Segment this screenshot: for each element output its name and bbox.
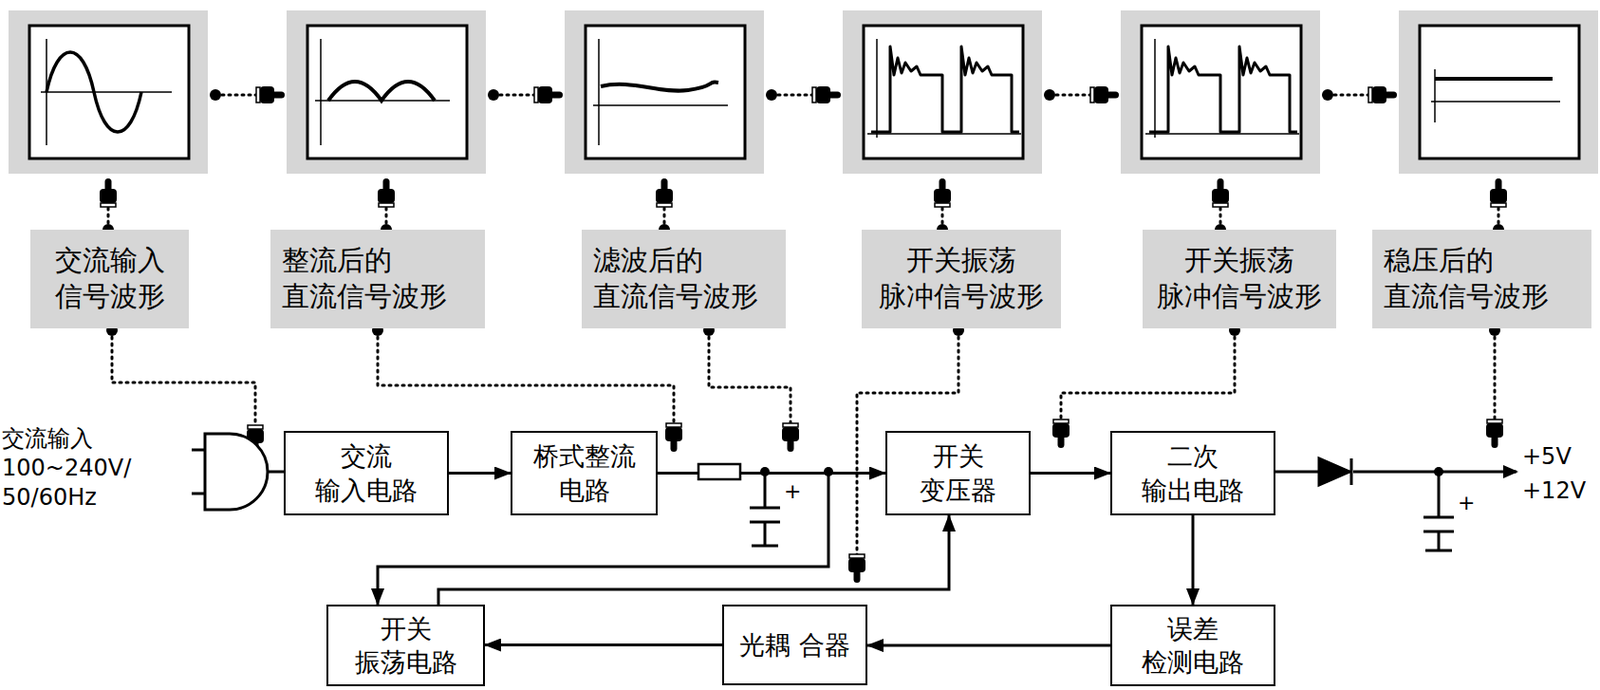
node-text: 二次 输出电路 [1119,439,1266,506]
node-text: 交流 输入电路 [293,439,440,506]
waveform-label-box: 交流输入 信号波形 [30,229,189,329]
junction-dot [1433,466,1444,477]
node-text: 开关 振荡电路 [335,612,476,679]
node-text: 稳压后的 直流信号波形 [1383,242,1581,315]
waveform-screen [8,10,208,174]
output-voltage-label: +5V [1522,442,1599,472]
polarity-mark: + [783,478,803,506]
node-text: 交流输入 信号波形 [41,242,178,315]
node-text: 误差 检测电路 [1119,612,1266,679]
diode-symbol [1319,458,1352,485]
resistor-symbol [698,464,741,480]
pointing-hand [246,419,1504,583]
node-text: 整流后的 直流信号波形 [281,242,474,315]
waveform-screen [1120,10,1321,174]
screen-leader [108,206,1499,230]
arrow-head [1503,465,1519,479]
waveform-screen [842,10,1042,174]
circuit-block: 误差 检测电路 [1110,604,1276,687]
filter-capacitor [749,471,781,546]
node-text: 滤波后的 直流信号波形 [593,242,775,315]
circuit-block: 二次 输出电路 [1110,430,1276,516]
waveform-label-box: 稳压后的 直流信号波形 [1372,229,1592,329]
polarity-mark: + [1457,489,1477,518]
link-dot [209,89,1334,101]
node-text: 开关振荡 脉冲信号波形 [873,242,1050,315]
signal-connector [1191,515,1195,605]
waveform-screen [564,10,764,174]
node-text: 开关 变压器 [894,439,1022,506]
probe-leader [111,330,1495,559]
ac-plug [191,433,284,510]
junction-dot [760,466,770,477]
waveform-screen [286,10,486,174]
signal-connector [484,643,723,647]
signal-connector [438,515,949,605]
circuit-block: 交流 输入电路 [283,430,449,516]
waveform-screen [1398,10,1599,174]
circuit-block: 光耦 合器 [722,604,868,686]
waveform-label-box: 开关振荡 脉冲信号波形 [1142,229,1337,329]
junction-dot [823,466,834,477]
waveform-label-box: 滤波后的 直流信号波形 [581,229,786,329]
node-text: 光耦 合器 [731,628,858,662]
circuit-block: 桥式整流 电路 [510,430,658,516]
circuit-block: 开关 变压器 [885,430,1031,516]
input-spec-label: 交流输入 100~240V/ 50/60Hz [1,424,187,514]
pointing-hand [99,178,1507,207]
signal-connector [867,644,1111,648]
waveform-label-box: 开关振荡 脉冲信号波形 [861,229,1061,329]
pointing-hand [256,86,1397,104]
signal-connector [448,471,511,475]
node-text: 开关振荡 脉冲信号波形 [1153,242,1325,315]
waveform-label-box: 整流后的 直流信号波形 [270,229,485,329]
output-wire [1275,471,1517,551]
circuit-block: 开关 振荡电路 [326,604,485,687]
node-text: 桥式整流 电路 [520,439,649,506]
screen-link [215,93,1369,97]
output-voltage-label: +12V [1522,476,1599,506]
signal-connector [1030,471,1111,475]
